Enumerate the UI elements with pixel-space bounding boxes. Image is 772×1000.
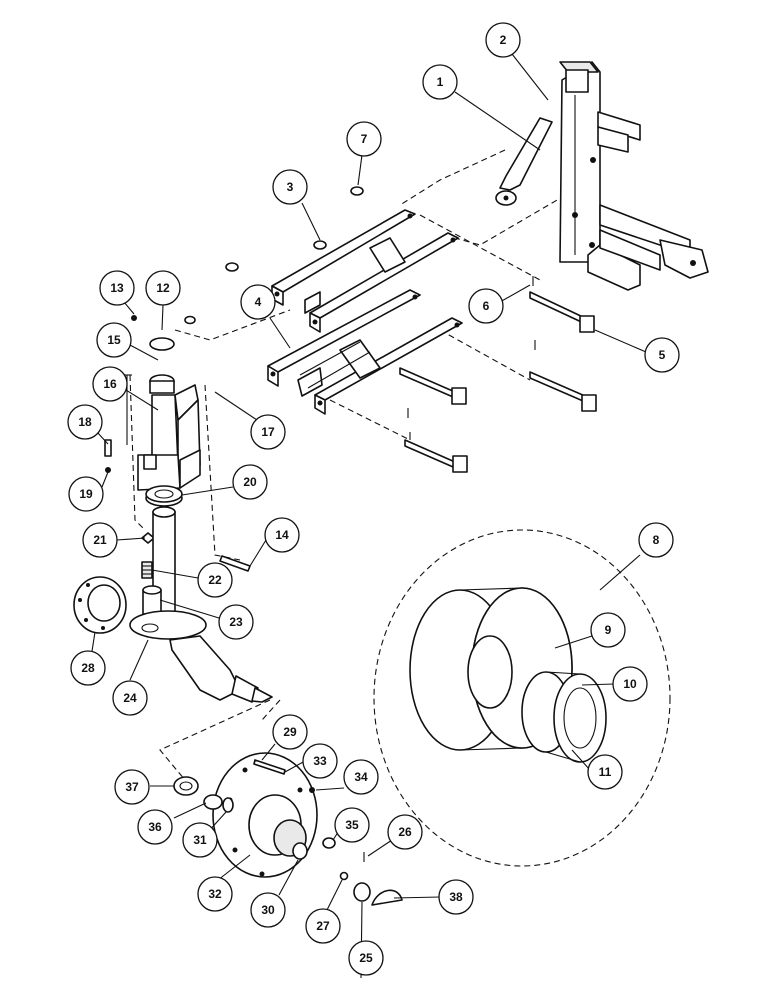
callout-label: 38	[449, 890, 463, 904]
callout-22: 22	[197, 562, 233, 598]
callout-label: 36	[148, 820, 162, 834]
lower-parallel-arm	[267, 289, 463, 415]
callout-label: 29	[283, 725, 297, 739]
callout-3: 3	[272, 169, 308, 205]
callout-label: 2	[500, 33, 507, 47]
callout-17: 17	[250, 414, 286, 450]
callout-21: 21	[82, 522, 118, 558]
callout-label: 18	[78, 415, 92, 429]
callout-label: 20	[243, 475, 257, 489]
callout-37: 37	[114, 769, 150, 805]
callout-label: 14	[275, 528, 289, 542]
callout-label: 21	[93, 533, 107, 547]
callout-30: 30	[250, 892, 286, 928]
callout-label: 11	[599, 765, 612, 779]
callout-label: 15	[107, 333, 121, 347]
tire-and-rim	[409, 587, 607, 763]
caster-spindle	[129, 506, 273, 703]
callout-label: 6	[483, 299, 490, 313]
callout-16: 16	[92, 366, 128, 402]
top-link	[495, 117, 553, 206]
callout-9: 9	[590, 612, 626, 648]
callout-label: 9	[605, 623, 612, 637]
small-fasteners	[104, 315, 155, 544]
callout-label: 28	[81, 661, 95, 675]
callout-18: 18	[67, 404, 103, 440]
callout-33: 33	[302, 743, 338, 779]
spring	[141, 561, 153, 579]
leader-lines	[89, 53, 647, 979]
callout-2: 2	[485, 22, 521, 58]
callout-6: 6	[468, 288, 504, 324]
callout-label: 19	[79, 487, 93, 501]
pivot-pins	[399, 276, 597, 473]
callout-20: 20	[232, 464, 268, 500]
callout-10: 10	[612, 666, 648, 702]
callout-label: 27	[316, 919, 330, 933]
callout-19: 19	[68, 476, 104, 512]
callout-label: 5	[659, 348, 666, 362]
callout-label: 35	[345, 818, 359, 832]
callout-24: 24	[112, 680, 148, 716]
callout-label: 30	[261, 903, 275, 917]
thrust-bearing	[145, 485, 183, 507]
callout-15: 15	[96, 322, 132, 358]
callout-label: 23	[229, 615, 243, 629]
callout-8: 8	[638, 522, 674, 558]
callout-32: 32	[197, 876, 233, 912]
upper-parallel-arm	[271, 209, 459, 333]
callout-label: 32	[208, 887, 222, 901]
callout-27: 27	[305, 908, 341, 944]
callout-29: 29	[272, 714, 308, 750]
callout-1: 1	[422, 64, 458, 100]
callout-23: 23	[218, 604, 254, 640]
callout-35: 35	[334, 807, 370, 843]
callout-label: 10	[623, 677, 637, 691]
callout-25: 25	[348, 940, 384, 976]
callout-label: 16	[103, 377, 117, 391]
caster-pivot-housing	[122, 337, 201, 491]
callout-7: 7	[346, 121, 382, 157]
callout-label: 26	[398, 825, 412, 839]
hub-small-parts	[173, 759, 403, 906]
washers	[184, 186, 364, 325]
callout-31: 31	[182, 822, 218, 858]
callout-26: 26	[387, 814, 423, 850]
callout-label: 31	[193, 833, 207, 847]
callout-label: 34	[354, 770, 368, 784]
wheel-hub	[212, 752, 318, 878]
callout-label: 7	[361, 132, 368, 146]
callout-13: 13	[99, 270, 135, 306]
callout-5: 5	[644, 337, 680, 373]
callout-label: 25	[359, 951, 373, 965]
callout-label: 3	[287, 180, 294, 194]
callout-label: 4	[255, 295, 262, 309]
wheel-flange	[73, 576, 127, 634]
callout-label: 8	[653, 533, 660, 547]
callout-14: 14	[264, 517, 300, 553]
callout-12: 12	[145, 270, 181, 306]
callout-36: 36	[137, 809, 173, 845]
callout-4: 4	[240, 284, 276, 320]
hitch-frame	[559, 61, 709, 291]
callout-11: 11	[587, 754, 623, 790]
callout-label: 12	[156, 281, 170, 295]
callout-28: 28	[70, 650, 106, 686]
callout-38: 38	[438, 879, 474, 915]
callout-label: 22	[208, 573, 222, 587]
callout-label: 24	[123, 691, 137, 705]
callout-label: 13	[110, 281, 124, 295]
roll-pin	[219, 555, 251, 572]
callout-label: 37	[125, 780, 139, 794]
callout-label: 1	[437, 75, 444, 89]
callout-label: 17	[261, 425, 275, 439]
assembly-guide-lines	[129, 149, 671, 867]
callout-34: 34	[343, 759, 379, 795]
callout-label: 33	[313, 754, 327, 768]
